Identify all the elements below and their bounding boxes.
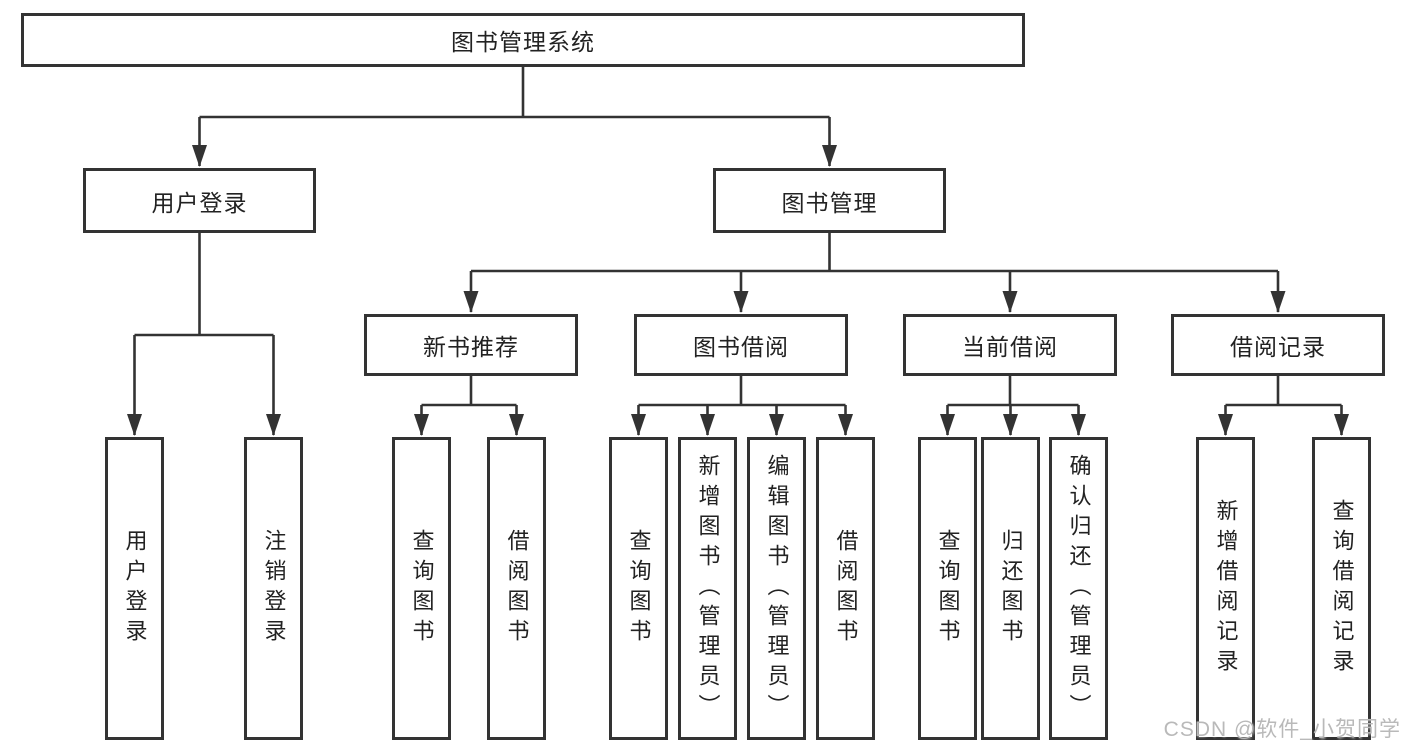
node-label: 查询图书	[935, 528, 961, 649]
node-label: 用户登录	[151, 189, 248, 216]
node-label: 当前借阅	[962, 334, 1058, 360]
node-label: 借阅图书	[833, 528, 859, 649]
node-label: 注销登录	[261, 528, 287, 649]
node-return-books: 归还图书	[981, 437, 1040, 740]
node-current-borrowing: 当前借阅	[903, 314, 1117, 376]
node-new-book-recommendation: 新书推荐	[364, 314, 578, 376]
node-borrow-books-recommend: 借阅图书	[487, 437, 546, 740]
node-query-books-borrowing: 查询图书	[609, 437, 668, 740]
node-label: 归还图书	[998, 528, 1024, 649]
node-query-books-recommend: 查询图书	[392, 437, 451, 740]
node-label: 图书借阅	[693, 334, 789, 360]
node-label: 新增图书（管理员）	[695, 453, 721, 724]
node-edit-book-admin: 编辑图书（管理员）	[747, 437, 806, 740]
node-label: 用户登录	[122, 528, 148, 649]
node-add-borrow-record: 新增借阅记录	[1196, 437, 1255, 740]
node-label: 图书管理	[781, 189, 878, 216]
node-borrow-books-borrowing: 借阅图书	[816, 437, 875, 740]
node-logout: 注销登录	[244, 437, 303, 740]
node-label: 新书推荐	[423, 334, 519, 360]
csdn-watermark: CSDN @软件_小贺同学	[1163, 718, 1401, 741]
node-add-book-admin: 新增图书（管理员）	[678, 437, 737, 740]
node-borrowing-records: 借阅记录	[1171, 314, 1385, 376]
node-book-management: 图书管理	[713, 168, 946, 233]
node-label: 查询图书	[409, 528, 435, 649]
node-label: 借阅记录	[1230, 334, 1326, 360]
node-label: 确认归还（管理员）	[1066, 453, 1092, 724]
node-query-borrow-record: 查询借阅记录	[1312, 437, 1371, 740]
node-label: 编辑图书（管理员）	[764, 453, 790, 724]
node-user-login: 用户登录	[83, 168, 316, 233]
node-label: 图书管理系统	[451, 29, 595, 55]
node-book-borrowing: 图书借阅	[634, 314, 848, 376]
node-label: 查询图书	[626, 528, 652, 649]
arrow-stems	[127, 117, 1349, 436]
node-confirm-return-admin: 确认归还（管理员）	[1049, 437, 1108, 740]
node-label: 查询借阅记录	[1329, 498, 1355, 679]
node-query-books-current: 查询图书	[918, 437, 977, 740]
node-label: 新增借阅记录	[1213, 498, 1239, 679]
node-library-management-system: 图书管理系统	[21, 13, 1025, 67]
node-user-login-leaf: 用户登录	[105, 437, 164, 740]
trunk-lines	[134, 67, 1342, 407]
node-label: 借阅图书	[504, 528, 530, 649]
